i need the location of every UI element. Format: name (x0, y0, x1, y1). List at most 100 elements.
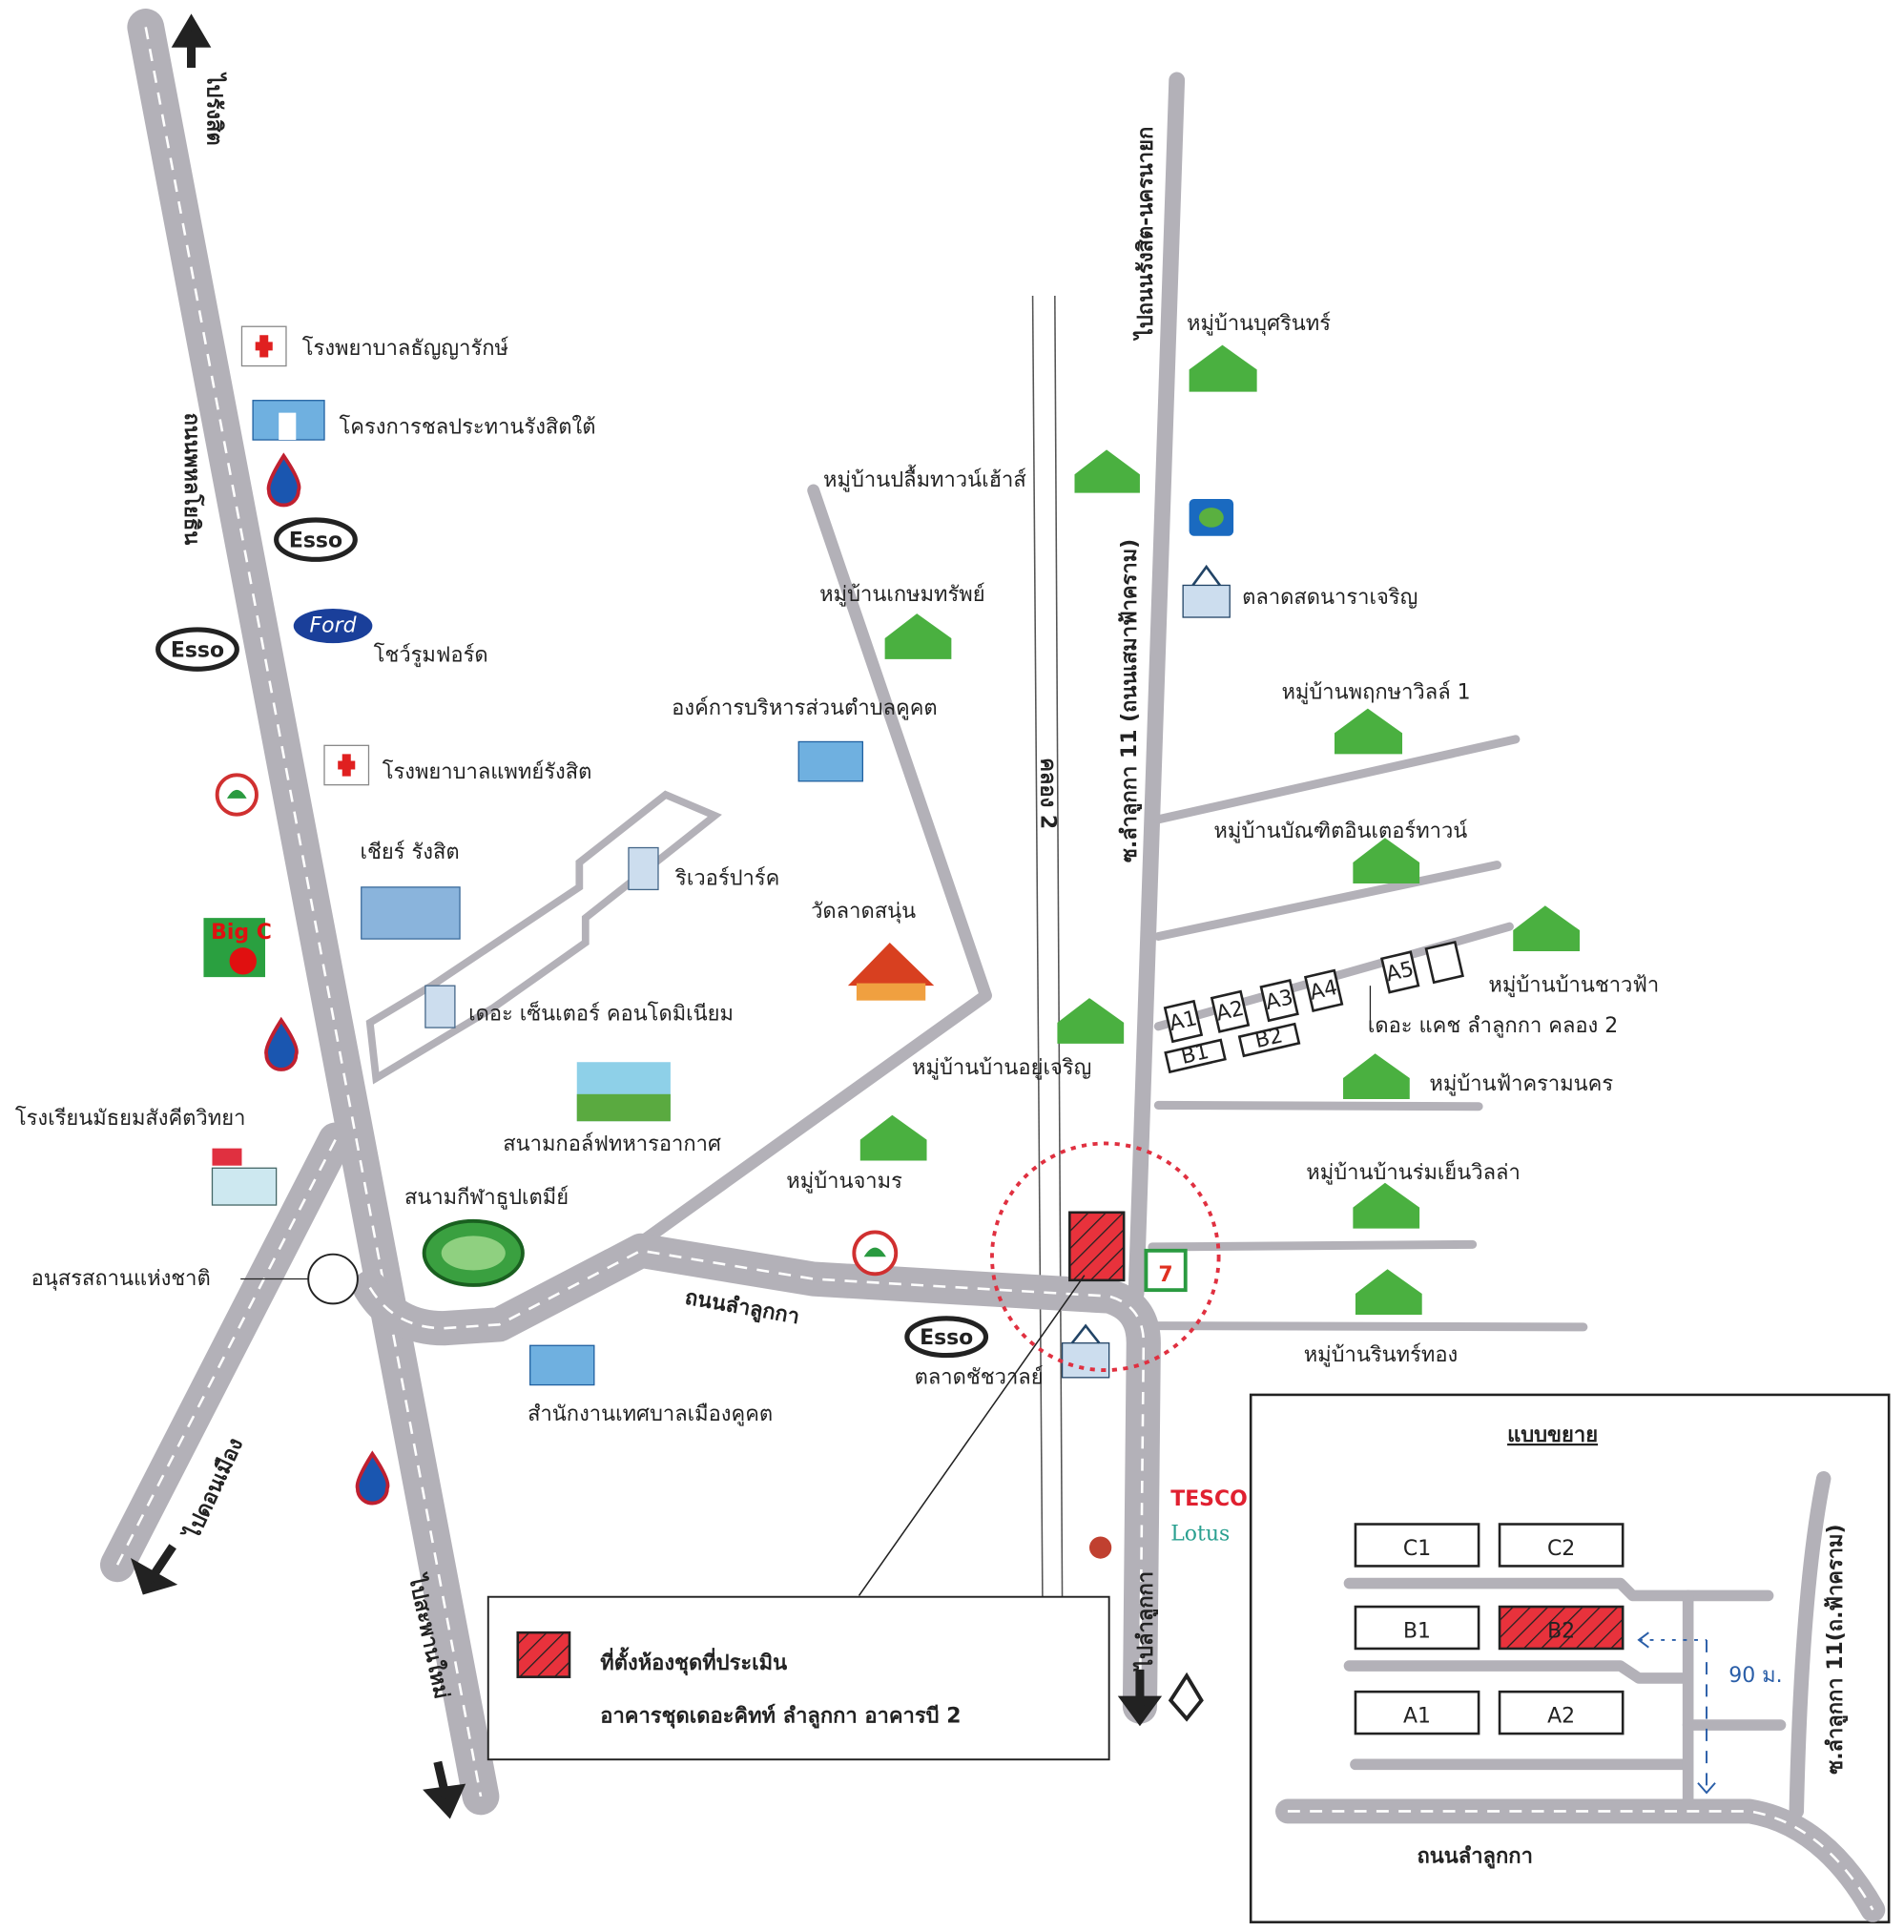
village-icon (1355, 1269, 1422, 1315)
place-label: เชียร์ รังสิต (360, 841, 459, 864)
hospital-icon (323, 744, 370, 786)
place-label: โรงเรียนมัธยมสังคีตวิทยา (15, 1106, 246, 1131)
inset-map: แบบขยาย C1 C2 B1 B2 A1 A2 90 ม. ซ.ลำลูกก… (1249, 1393, 1891, 1923)
legend-line-1: ที่ตั้งห้องชุดที่ประเมิน (600, 1647, 787, 1676)
ptt-gas-icon (355, 1450, 390, 1506)
kbank-icon (215, 773, 259, 817)
seven-eleven-icon: 7 (1144, 1248, 1188, 1293)
ford-icon: Ford (293, 608, 373, 644)
office-tower-icon (361, 886, 461, 940)
place-label: โรงพยาบาลธัญญารักษ์ (302, 336, 509, 361)
cash-buildings: A1 A2 A3 A4 A5 B1 B2 (1163, 940, 1464, 1074)
place-label: ตลาดชัชวาลย์ (915, 1365, 1044, 1389)
svg-text:Lotus: Lotus (1170, 1522, 1230, 1546)
svg-text:7: 7 (1158, 1263, 1172, 1287)
ptt-gas-icon (264, 1016, 299, 1071)
bigc-icon: Big C (203, 918, 272, 978)
place-label: สนามกอล์ฟทหารอากาศ (503, 1132, 721, 1156)
kbank-icon (852, 1230, 899, 1277)
arrow-down-icon (423, 1760, 466, 1819)
place-label: หมู่บ้านบ้านอยู่เจริญ (912, 1056, 1091, 1080)
village-icon (1334, 708, 1403, 755)
hospital-icon (240, 325, 287, 367)
place-label: หมู่บ้านบัณฑิตอินเตอร์ทาวน์ (1213, 820, 1467, 843)
arrow-down-icon (1117, 1669, 1163, 1727)
bank-icon (1189, 499, 1234, 536)
legend-line-2: อาคารชุดเดอะคิทท์ ลำลูกกา อาคารบี 2 (600, 1703, 961, 1729)
place-label: หมู่บ้านรินทร์ทอง (1304, 1343, 1459, 1367)
esso-icon: Esso (274, 517, 358, 562)
building-icon (529, 1344, 595, 1386)
school-icon (211, 1148, 278, 1206)
road-label-soi11: ซ.ลำลูกกา 11 (ถนนเสมาฟ้าคราม) (1118, 539, 1143, 862)
place-label: โครงการชลประทานรังสิตใต้ (340, 415, 596, 440)
esso-icon: Esso (904, 1316, 989, 1359)
monument-icon (307, 1253, 359, 1305)
village-icon (884, 613, 952, 659)
poi-icon (1088, 1536, 1112, 1559)
arrow-down-left-icon (130, 1544, 178, 1595)
distance-label: 90 ม. (1728, 1664, 1782, 1688)
place-label: เดอะ เซ็นเตอร์ คอนโดมิเนียม (468, 999, 734, 1026)
place-label: ตลาดสดนาราเจริญ (1242, 586, 1418, 610)
place-label: หมู่บ้านจามร (786, 1170, 902, 1194)
svg-text:A1: A1 (1403, 1704, 1431, 1728)
svg-text:Esso: Esso (920, 1326, 973, 1350)
khlong-2-canal (1031, 295, 1064, 1602)
building-icon (252, 400, 325, 441)
village-icon (859, 1114, 927, 1161)
place-label: วัดลาดสนุ่น (811, 900, 916, 924)
arrow-up-icon (171, 13, 212, 69)
place-label: หมู่บ้านฟ้าครามนคร (1429, 1072, 1613, 1096)
svg-text:A2: A2 (1547, 1704, 1575, 1728)
ptt-gas-icon (266, 452, 301, 508)
place-label: หมู่บ้านบ้านร่มเย็นวิลล่า (1306, 1158, 1521, 1185)
place-label: องค์การบริหารส่วนตำบลคูคต (672, 696, 937, 720)
place-label: หมู่บ้านพฤกษาวิลล์ 1 (1281, 680, 1470, 704)
direction-rangsit-nakhonnayok: ไปถนนรังสิต-นครนายก (1132, 127, 1158, 341)
place-label: ริเวอร์ปาร์ค (674, 866, 779, 890)
stadium-icon (422, 1218, 525, 1287)
direction-lamlukka: ไปลำลูกกา (1132, 1571, 1159, 1672)
major-roads (99, 9, 1161, 1816)
subject-property-marker (858, 1141, 1221, 1596)
svg-text:Esso: Esso (171, 638, 224, 662)
legend-box: ที่ตั้งห้องชุดที่ประเมิน อาคารชุดเดอะคิท… (486, 1595, 1110, 1761)
svg-text:Ford: Ford (310, 614, 358, 638)
place-label: สำนักงานเทศบาลเมืองคูคต (528, 1402, 773, 1426)
svg-text:B2: B2 (1252, 1024, 1285, 1053)
inset-road-side: ซ.ลำลูกกา 11(ถ.ฟ้าคราม) (1824, 1524, 1849, 1774)
village-icon (1343, 1053, 1410, 1099)
village-icon (1189, 344, 1257, 392)
market-icon (1182, 564, 1231, 618)
svg-text:Esso: Esso (289, 529, 342, 552)
direction-arrows (130, 13, 1163, 1819)
golf-course-icon (576, 1062, 671, 1122)
place-label: หมู่บ้านบุศรินทร์ (1187, 312, 1331, 336)
distance-measure (1637, 1631, 1716, 1795)
direction-rangsit: ไปรังสิต (201, 72, 227, 145)
temple-icon (847, 942, 935, 1001)
building-icon (797, 740, 864, 782)
place-label: สนามกีฬาธูปเตมีย์ (404, 1186, 569, 1210)
inset-title: แบบขยาย (1507, 1423, 1598, 1447)
place-label: โชว์รูมฟอร์ด (374, 643, 488, 668)
svg-text:C2: C2 (1547, 1537, 1575, 1561)
village-icon (1057, 998, 1125, 1044)
svg-text:B1: B1 (1179, 1040, 1211, 1070)
condo-icon (424, 985, 456, 1028)
road-label-phahonyothin: ถนนพหลโยธิน (179, 413, 205, 546)
place-label: หมู่บ้านบ้านชาวฟ้า (1488, 974, 1659, 998)
village-icon (1513, 905, 1580, 952)
place-label: โรงพยาบาลแพทย์รังสิต (383, 759, 592, 784)
svg-text:C1: C1 (1403, 1537, 1431, 1561)
village-icon (1353, 838, 1420, 883)
road-label-khlong2: คลอง 2 (1036, 758, 1060, 829)
village-icon (1353, 1182, 1420, 1229)
place-label: หมู่บ้านปลื้มทาวน์เฮ้าส์ (823, 465, 1026, 492)
inset-road-bottom: ถนนลำลูกกา (1418, 1845, 1533, 1870)
condo-icon (628, 846, 659, 891)
svg-text:TESCO: TESCO (1170, 1487, 1247, 1511)
svg-text:Big C: Big C (211, 921, 272, 945)
